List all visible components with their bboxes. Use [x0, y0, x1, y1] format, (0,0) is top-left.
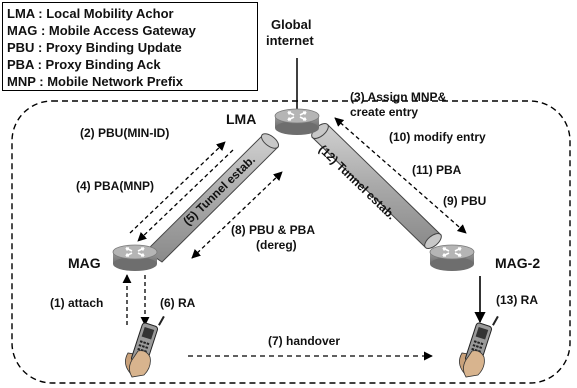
legend-item-pba: PBA : Proxy Binding Ack [7, 57, 161, 72]
mag-label: MAG [68, 255, 101, 271]
arrow-pbu-min-id [129, 141, 226, 234]
legend-item-mnp: MNP : Mobile Network Prefix [7, 74, 184, 89]
mag-router-icon [112, 244, 158, 272]
step-3-label-2: create entry [350, 105, 418, 119]
mobile-phone-2-icon [458, 314, 499, 378]
step-8-label-2: (dereg) [256, 238, 297, 252]
tunnel-5-label: (5) Tunnel estab. [180, 152, 258, 228]
step-4-label: (4) PBA(MNP) [76, 179, 154, 193]
step-2-label: (2) PBU(MIN-ID) [80, 126, 169, 140]
mag2-router-icon [429, 244, 475, 272]
step-9-label: (9) PBU [443, 194, 486, 208]
legend-item-pbu: PBU : Proxy Binding Update [7, 40, 182, 55]
mobile-phone-icon [124, 314, 165, 378]
lma-label: LMA [226, 111, 256, 127]
mag2-label: MAG-2 [495, 255, 540, 271]
legend-item-lma: LMA : Local Mobility Achor [7, 6, 174, 21]
step-13-label: (13) RA [496, 293, 538, 307]
lma-router-icon [274, 108, 320, 136]
step-1-label: (1) attach [50, 296, 103, 310]
step-8-label: (8) PBU & PBA [231, 223, 315, 237]
step-6-label: (6) RA [160, 296, 196, 310]
arrow-pbu-pba-mag2 [334, 117, 467, 234]
step-3-label: (3) Assign MNP& [350, 90, 447, 104]
arrow-pba-mnp [137, 149, 234, 242]
global-internet-label-2: internet [266, 33, 314, 48]
legend-item-mag: MAG : Mobile Access Gateway [7, 23, 196, 38]
mobility-domain-boundary [11, 100, 571, 384]
global-internet-label-1: Global [271, 17, 311, 32]
legend-box: LMA : Local Mobility Achor MAG : Mobile … [2, 2, 258, 91]
step-10-label: (10) modify entry [389, 130, 486, 144]
step-7-label: (7) handover [268, 334, 340, 348]
step-11-label: (11) PBA [412, 163, 462, 177]
